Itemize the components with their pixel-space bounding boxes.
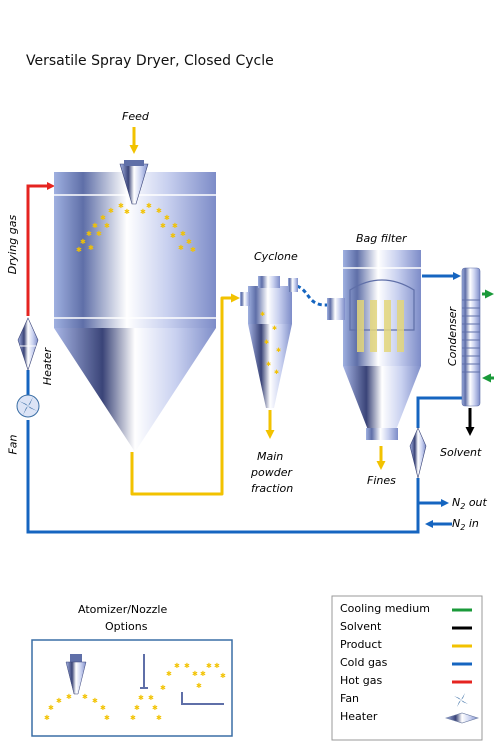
svg-text:✱: ✱	[92, 697, 98, 705]
svg-text:✱: ✱	[180, 230, 186, 238]
svg-text:✱: ✱	[220, 672, 226, 680]
cyclone-label: Cyclone	[254, 250, 298, 263]
condenser-label: Condenser	[446, 306, 460, 367]
svg-text:✱: ✱	[174, 662, 180, 670]
svg-text:✱: ✱	[148, 694, 154, 702]
svg-text:✱: ✱	[214, 662, 220, 670]
svg-text:✱: ✱	[274, 369, 279, 376]
svg-text:✱: ✱	[80, 238, 86, 246]
main-powder-label-line2: powder	[251, 466, 292, 479]
svg-text:✱: ✱	[100, 214, 106, 222]
fines-label: Fines	[367, 474, 396, 487]
svg-text:✱: ✱	[104, 222, 110, 230]
options-title-line2: Options	[105, 620, 148, 633]
options-box	[31, 639, 233, 737]
option-rotary-nozzle-icon: ✱✱✱ ✱✱✱ ✱✱	[44, 654, 110, 722]
svg-text:✱: ✱	[266, 361, 271, 368]
svg-text:✱: ✱	[196, 682, 202, 690]
svg-text:✱: ✱	[260, 311, 265, 318]
svg-text:✱: ✱	[166, 670, 172, 678]
option-two-fluid-nozzle-icon: ✱ ✱ ✱ ✱ ✱ ✱	[130, 654, 162, 722]
svg-text:✱: ✱	[138, 694, 144, 702]
product-line	[130, 293, 240, 496]
svg-text:✱: ✱	[160, 222, 166, 230]
svg-text:✱: ✱	[190, 246, 196, 254]
cyclone-particles: ✱✱✱ ✱✱✱	[260, 311, 281, 376]
legend-heater-icon	[444, 712, 480, 724]
main-powder-label-line3: fraction	[251, 482, 294, 495]
options-title-line1: Atomizer/Nozzle	[78, 603, 168, 616]
fan-label: Fan	[6, 434, 20, 455]
svg-text:✱: ✱	[140, 208, 146, 216]
svg-text:✱: ✱	[82, 693, 88, 701]
svg-text:✱: ✱	[146, 202, 152, 210]
svg-text:✱: ✱	[56, 697, 62, 705]
svg-text:✱: ✱	[186, 238, 192, 246]
svg-text:✱: ✱	[156, 714, 162, 722]
spray-droplets: ✱✱✱ ✱✱✱ ✱✱✱ ✱✱✱ ✱✱✱ ✱✱✱ ✱✱✱ ✱	[76, 202, 196, 254]
svg-text:✱: ✱	[172, 222, 178, 230]
main-powder-label-line1: Main	[257, 450, 284, 463]
svg-text:✱: ✱	[264, 339, 269, 346]
feed-label: Feed	[122, 110, 149, 123]
svg-text:✱: ✱	[100, 704, 106, 712]
svg-text:✱: ✱	[170, 232, 176, 240]
return-heater	[409, 427, 427, 479]
bag-filter	[327, 250, 421, 440]
hot-gas-line	[26, 182, 55, 316]
legend-label-product: Product	[340, 638, 382, 651]
svg-text:✱: ✱	[108, 207, 114, 215]
legend-label-solvent: Solvent	[340, 620, 382, 633]
svg-text:✱: ✱	[96, 230, 102, 238]
svg-text:✱: ✱	[200, 670, 206, 678]
svg-text:✱: ✱	[124, 208, 130, 216]
svg-text:✱: ✱	[192, 670, 198, 678]
svg-text:✱: ✱	[272, 325, 277, 332]
condenser	[461, 267, 481, 407]
svg-text:✱: ✱	[130, 714, 136, 722]
svg-text:✱: ✱	[152, 704, 158, 712]
fan-icon	[16, 394, 40, 418]
legend-label-cold-gas: Cold gas	[340, 656, 388, 669]
option-fountain-nozzle-icon: ✱✱✱ ✱✱✱ ✱✱✱ ✱	[160, 662, 226, 705]
n2-in-label: N2 in	[452, 517, 479, 533]
cold-gas-return-line	[26, 420, 420, 534]
legend-label-hot-gas: Hot gas	[340, 674, 383, 687]
cold-gas-condenser-out	[416, 396, 466, 428]
n2-out-label: N2 out	[452, 496, 487, 512]
svg-text:✱: ✱	[44, 714, 50, 722]
bag-filter-label: Bag filter	[356, 232, 407, 245]
legend-label-cooling-medium: Cooling medium	[340, 602, 430, 615]
drying-chamber	[54, 160, 216, 452]
solvent-label: Solvent	[440, 446, 482, 459]
svg-text:✱: ✱	[118, 202, 124, 210]
svg-text:✱: ✱	[134, 704, 140, 712]
svg-text:✱: ✱	[66, 693, 72, 701]
svg-text:✱: ✱	[184, 662, 190, 670]
legend-label-fan: Fan	[340, 692, 360, 705]
svg-text:✱: ✱	[276, 347, 281, 354]
drying-gas-label: Drying gas	[6, 214, 20, 275]
diagram-title: Versatile Spray Dryer, Closed Cycle	[26, 53, 274, 69]
svg-text:✱: ✱	[92, 222, 98, 230]
svg-text:✱: ✱	[206, 662, 212, 670]
svg-text:✱: ✱	[178, 244, 184, 252]
cyclone-to-bagfilter	[289, 283, 341, 309]
svg-text:✱: ✱	[86, 230, 92, 238]
legend-swatches	[444, 608, 480, 724]
heater	[17, 317, 39, 371]
heater-label: Heater	[41, 347, 55, 386]
svg-text:✱: ✱	[48, 704, 54, 712]
svg-text:✱: ✱	[76, 246, 82, 254]
svg-text:✱: ✱	[156, 207, 162, 215]
svg-text:✱: ✱	[88, 244, 94, 252]
svg-text:✱: ✱	[104, 714, 110, 722]
cyclone	[240, 276, 298, 408]
svg-text:✱: ✱	[164, 214, 170, 222]
legend-label-heater: Heater	[340, 710, 378, 723]
svg-text:✱: ✱	[160, 684, 166, 692]
